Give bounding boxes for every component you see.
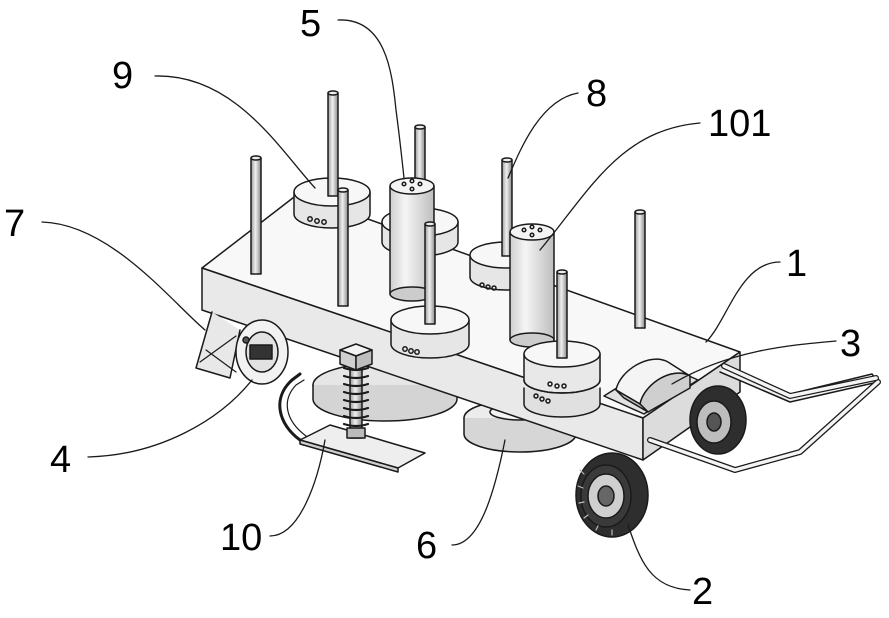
label-8: 8: [586, 73, 607, 115]
leader-9: [155, 76, 315, 188]
post-left-front: [338, 188, 348, 306]
leader-4: [88, 380, 252, 457]
post-far-left: [251, 156, 261, 274]
label-9: 9: [112, 55, 133, 97]
label-7: 7: [4, 203, 25, 245]
label-5: 5: [300, 3, 321, 45]
label-1: 1: [786, 243, 807, 285]
side-roller-4: [236, 320, 288, 384]
leader-6: [452, 440, 505, 545]
side-bracket-7: [196, 312, 240, 378]
wheel-2: [576, 453, 648, 537]
leader-1: [706, 262, 780, 342]
post-far-right: [635, 210, 645, 328]
leader-101: [540, 123, 700, 250]
label-101: 101: [708, 103, 771, 145]
wheel-rear: [690, 386, 746, 454]
label-2: 2: [692, 571, 713, 613]
leader-8: [508, 93, 578, 178]
leader-10: [270, 440, 325, 536]
cylinder-101: [510, 224, 554, 347]
label-4: 4: [50, 439, 71, 481]
counterweight-9: [294, 91, 370, 228]
label-10: 10: [220, 517, 262, 559]
leader-2: [628, 525, 690, 590]
leader-5: [338, 20, 404, 178]
label-6: 6: [416, 525, 437, 567]
label-3: 3: [840, 323, 861, 365]
leader-7: [42, 222, 205, 330]
spring-block: [340, 344, 372, 370]
